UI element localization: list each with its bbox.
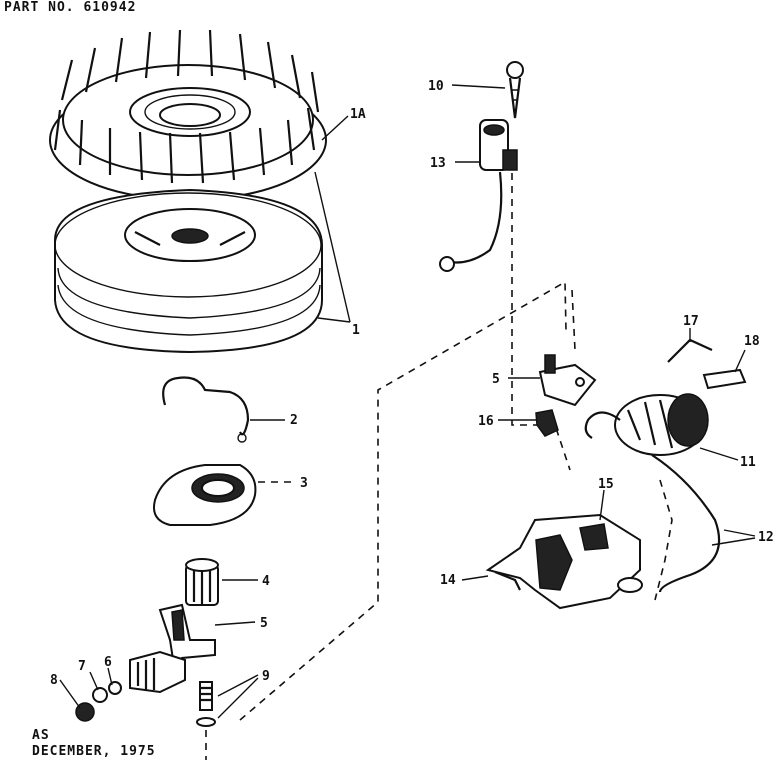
callout-17: 17 (683, 314, 699, 329)
callout-18: 18 (744, 334, 760, 349)
callout-12: 12 (758, 530, 774, 545)
footer-note: AS DECEMBER, 1975 (32, 728, 156, 760)
bushing-part (185, 558, 219, 606)
callout-9: 9 (262, 669, 270, 684)
callout-2: 2 (290, 413, 298, 428)
lead-wire-12-part (654, 479, 673, 601)
flywheel-fan-part (49, 29, 327, 201)
callout-10: 10 (428, 79, 444, 94)
leader-5-left (214, 621, 256, 626)
flywheel-part (54, 188, 323, 354)
ignition-coil-part (584, 393, 721, 593)
callout-8: 8 (50, 673, 58, 688)
callout-6: 6 (104, 655, 112, 670)
leader-18 (734, 349, 746, 373)
callout-15: 15 (598, 477, 614, 492)
leader-9 (217, 674, 259, 719)
leader-15 (599, 489, 605, 521)
callout-7: 7 (78, 659, 86, 674)
callout-4: 4 (262, 574, 270, 589)
connector-13-part (439, 119, 518, 272)
screw-10-part (506, 61, 524, 119)
callout-5-left: 5 (260, 616, 268, 631)
screw-9-part (196, 681, 216, 727)
callout-13: 13 (430, 156, 446, 171)
part-number-header: PART NO. 610942 (4, 0, 137, 15)
leader-1 (314, 171, 351, 323)
footer-line-2: DECEMBER, 1975 (32, 744, 156, 759)
spring-17-part (667, 338, 713, 363)
callout-1a: 1A (350, 107, 366, 122)
callout-11: 11 (740, 455, 756, 470)
leader-14 (461, 575, 489, 581)
callout-1: 1 (352, 323, 360, 338)
callout-5-right: 5 (492, 372, 500, 387)
callout-16: 16 (478, 414, 494, 429)
callout-14: 14 (440, 573, 456, 588)
callout-3: 3 (300, 476, 308, 491)
points-arm-part (158, 603, 216, 676)
assembly-line-main (239, 280, 567, 721)
cam-plate-part (153, 464, 257, 526)
leader-1a (321, 115, 349, 141)
mounting-bracket-part (485, 513, 643, 610)
leader-11 (699, 447, 739, 461)
spring-clip-part (162, 376, 250, 436)
washer-7-part (92, 687, 108, 703)
clip-18-part (702, 368, 747, 390)
leader-10 (451, 84, 506, 89)
clip-16-part (535, 409, 559, 437)
washer-6-part (108, 681, 122, 695)
assembly-line-vertical (511, 160, 571, 471)
footer-line-1: AS (32, 728, 50, 743)
terminal-bracket-part (538, 354, 597, 407)
contact-block-part (129, 650, 186, 694)
leader-12 (711, 529, 756, 546)
